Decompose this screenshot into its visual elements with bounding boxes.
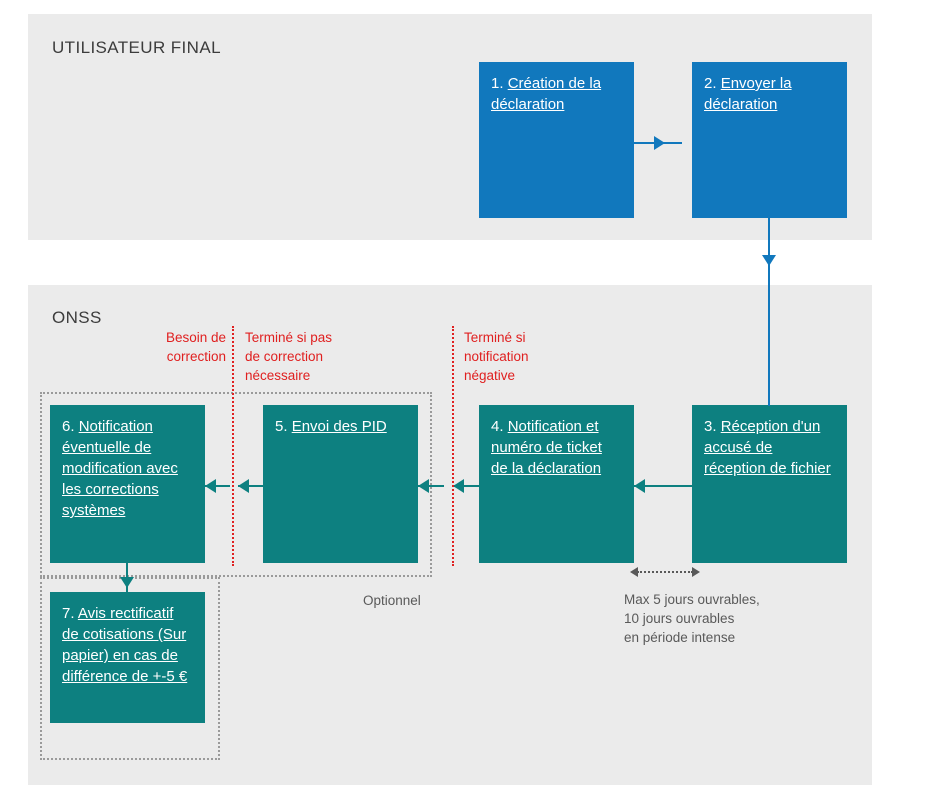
node-1-number: 1. — [491, 75, 508, 92]
note-optionnel: Optionnel — [363, 593, 421, 608]
node-1-label: Création de la déclaration — [491, 75, 602, 113]
swimlane-title-onss: ONSS — [52, 308, 102, 327]
node-6-number: 6. — [62, 418, 79, 435]
measure-dotted-line — [637, 571, 693, 573]
decision-label-besoin-de-correction: Besoin de correction — [165, 330, 226, 364]
swimlane-title-utilisateur-final: UTILISATEUR FINAL — [52, 38, 221, 57]
node-4-label: Notification et numéro de ticket de la d… — [491, 418, 602, 477]
node-2-number: 2. — [704, 75, 721, 92]
optional-group-outline-upper — [40, 392, 432, 577]
node-3-number: 3. — [704, 418, 721, 435]
arrow-left-icon — [630, 567, 638, 577]
node-6-label: Notification éventuelle de modification … — [62, 418, 178, 519]
arrow-right-icon — [692, 567, 700, 577]
node-2-label: Envoyer la déclaration — [704, 75, 792, 113]
decision-label-termine-si-pas-de-correction: Terminé si pas de correction nécessaire — [245, 330, 333, 383]
decision-separator-notification-negative — [452, 326, 454, 566]
node-7-label: Avis rectificatif de cotisations (Sur pa… — [62, 605, 188, 685]
node-3-label: Réception d'un accusé de réception de fi… — [704, 418, 831, 477]
note-delai-traitement: Max 5 jours ouvrables, 10 jours ouvrable… — [624, 592, 760, 645]
node-5-number: 5. — [275, 418, 292, 435]
process-node-7-avis-rectificatif[interactable]: 7. Avis rectificatif de cotisations (Sur… — [50, 592, 205, 723]
node-7-number: 7. — [62, 605, 78, 622]
duration-measure-arrow — [630, 567, 700, 578]
node-4-number: 4. — [491, 418, 508, 435]
process-node-1-creation-declaration[interactable]: 1. Création de la déclaration — [479, 62, 634, 218]
process-node-5-envoi-pid[interactable]: 5. Envoi des PID — [263, 405, 418, 563]
decision-separator-besoin-correction — [232, 326, 234, 566]
node-5-label: Envoi des PID — [291, 418, 387, 435]
process-node-4-notification-ticket[interactable]: 4. Notification et numéro de ticket de l… — [479, 405, 634, 563]
process-node-3-reception-accuse[interactable]: 3. Réception d'un accusé de réception de… — [692, 405, 847, 563]
process-node-2-envoyer-declaration[interactable]: 2. Envoyer la déclaration — [692, 62, 847, 218]
process-node-6-notification-modification[interactable]: 6. Notification éventuelle de modificati… — [50, 405, 205, 563]
decision-label-termine-si-notification-negative: Terminé si notification négative — [464, 330, 529, 383]
